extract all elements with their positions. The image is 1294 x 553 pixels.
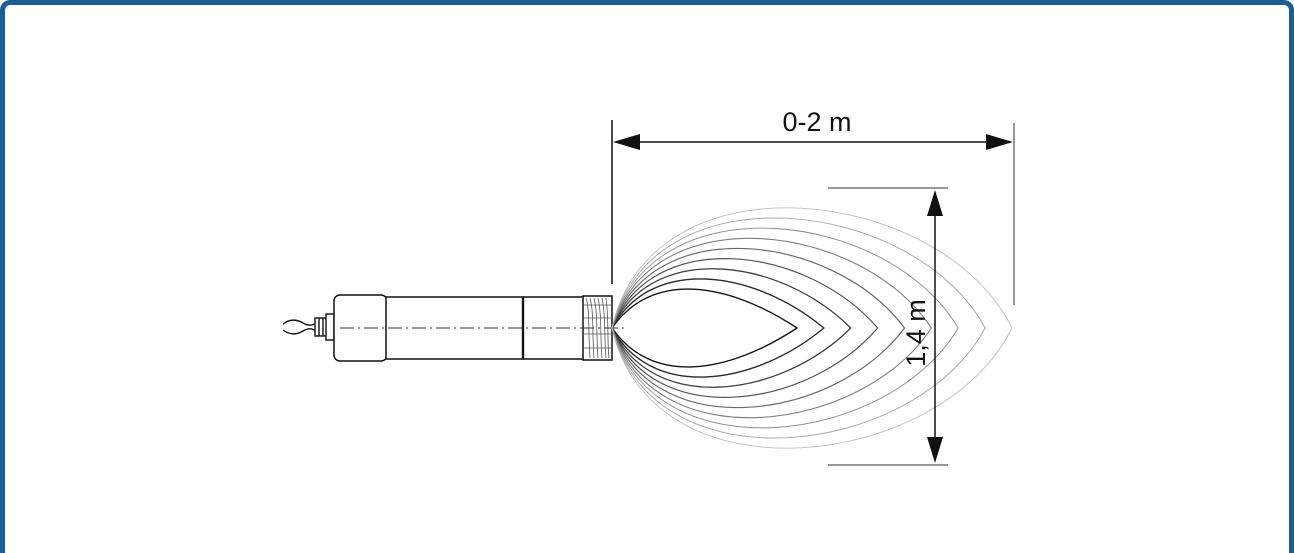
beam-lobe [611, 247, 906, 409]
width-label: 1,4 m [901, 299, 931, 367]
beam-pattern [611, 207, 1013, 449]
beam-lobe [611, 217, 986, 439]
beam-lobe [611, 227, 959, 429]
range-dimension [611, 120, 1015, 305]
beam-lobe [611, 278, 825, 378]
beam-lobe [611, 207, 1013, 449]
beam-lobe [611, 288, 799, 368]
beam-lobe [611, 268, 852, 388]
beam-lobe [611, 258, 879, 398]
cable-gland [314, 313, 335, 341]
width-dimension [828, 187, 948, 466]
range-label: 0-2 m [782, 107, 851, 137]
cable [282, 319, 317, 335]
beam-lobe [611, 237, 933, 419]
